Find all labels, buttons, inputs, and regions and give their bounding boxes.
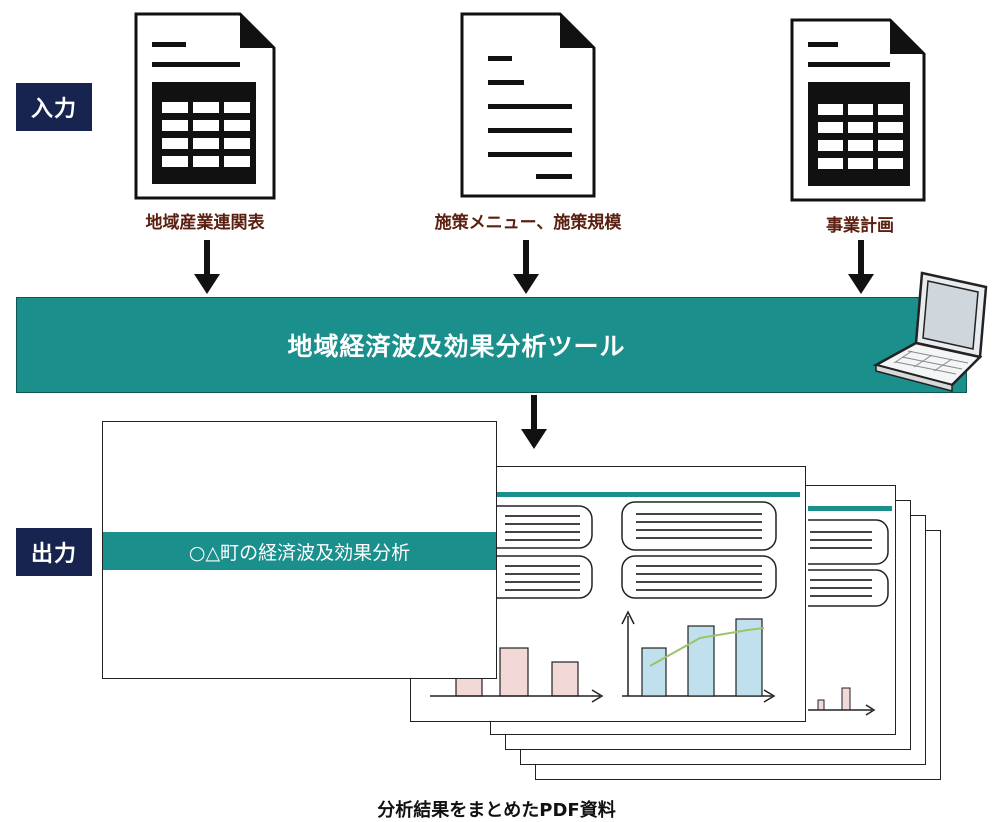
report-page-content xyxy=(420,492,800,703)
report-cover-page: ○△町の経済波及効果分析 xyxy=(102,421,497,679)
output-badge-label: 出力 xyxy=(30,542,77,567)
arrow-down-icon xyxy=(194,240,220,294)
report-cover-title-band: ○△町の経済波及効果分析 xyxy=(103,532,496,570)
input-label-business-plan: 事業計画 xyxy=(826,216,894,236)
input-label-measures: 施策メニュー、施策規模 xyxy=(434,213,622,233)
arrow-down-icon xyxy=(848,240,874,294)
spreadsheet-document-icon xyxy=(790,18,926,202)
analysis-tool-bar: 地域経済波及効果分析ツール xyxy=(16,297,967,393)
tool-title: 地域経済波及効果分析ツール xyxy=(287,332,626,361)
input-label-io-table: 地域産業連関表 xyxy=(145,213,265,233)
output-caption: 分析結果をまとめたPDF資料 xyxy=(377,800,616,821)
text-document-icon xyxy=(460,12,596,198)
arrow-down-icon xyxy=(521,395,547,449)
laptop-icon xyxy=(872,271,988,392)
report-cover-title: ○△町の経済波及効果分析 xyxy=(188,541,411,564)
report-page-preview xyxy=(808,506,892,716)
output-badge: 出力 xyxy=(16,528,92,576)
arrow-down-icon xyxy=(513,240,539,294)
input-badge-label: 入力 xyxy=(30,97,77,122)
input-badge: 入力 xyxy=(16,83,92,131)
spreadsheet-document-icon xyxy=(134,12,276,200)
